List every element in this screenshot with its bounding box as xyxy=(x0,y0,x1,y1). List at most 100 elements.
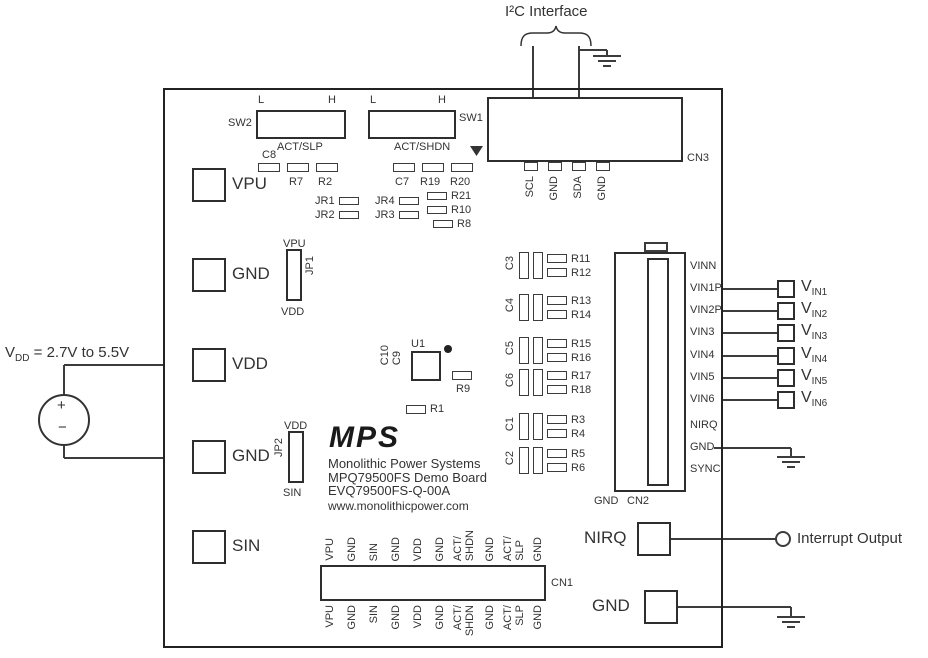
ground-symbol-top xyxy=(593,55,621,67)
cn3-name: CN3 xyxy=(687,152,710,164)
r18-label: R18 xyxy=(571,384,592,396)
r16-label: R16 xyxy=(571,352,592,364)
r19-label: R19 xyxy=(420,176,441,188)
i2c-interface-label: I²C Interface xyxy=(505,3,588,20)
c5-label: C5 xyxy=(504,341,516,356)
sw1-switch xyxy=(368,110,456,139)
vin3-symbol: V xyxy=(801,322,812,339)
cn1-top-pin-gnd4: GND xyxy=(484,536,496,561)
cn1-top-pin-vdd: VDD xyxy=(412,537,424,561)
gnd-out-pad xyxy=(644,590,678,624)
cn1-bot-pin-sin: SIN xyxy=(368,605,380,624)
vdd-range-annotation: VDD = 2.7V to 5.5V xyxy=(5,344,130,364)
vin3-subscript: IN3 xyxy=(811,331,828,343)
r8-resistor xyxy=(433,220,453,228)
r3-resistor xyxy=(547,415,567,424)
vin1-symbol: V xyxy=(801,278,812,295)
c4-capacitor xyxy=(519,294,529,321)
r21-resistor xyxy=(427,192,447,200)
jr1-label: JR1 xyxy=(315,195,335,207)
c2-capacitor xyxy=(519,447,529,474)
mps-logo: MPS xyxy=(329,421,401,454)
r11-label: R11 xyxy=(571,253,591,265)
r17-resistor xyxy=(547,371,567,380)
jp2-top-label: VDD xyxy=(284,420,308,432)
cn1-top-pin-sin: SIN xyxy=(368,542,380,561)
r15-label: R15 xyxy=(571,338,592,350)
vin2-label: VIN2 xyxy=(801,300,827,320)
cn2-pin-row xyxy=(647,258,669,486)
r14-resistor xyxy=(547,310,567,319)
r10-label: R10 xyxy=(451,204,472,216)
c5-capacitor-b xyxy=(533,337,543,364)
pin1-dot-icon xyxy=(444,345,452,353)
r19-resistor xyxy=(422,163,444,172)
r20-label: R20 xyxy=(450,176,471,188)
source-plus-sign: + xyxy=(57,397,66,414)
jr1-resistor xyxy=(339,197,359,205)
jr3-resistor xyxy=(399,211,419,219)
c1-label: C1 xyxy=(504,417,516,432)
cn1-bot-pin-gnd3: GND xyxy=(434,605,446,630)
gnd-out-pad-label: GND xyxy=(592,596,630,615)
jr2-resistor xyxy=(339,211,359,219)
cn1-top-pin-shdn: SHDN xyxy=(464,529,476,561)
cn2-pin-vinn: VINN xyxy=(690,260,717,272)
vin5-subscript: IN5 xyxy=(811,376,828,388)
website-text: www.monolithicpower.com xyxy=(328,499,469,513)
sw1-indicator-icon xyxy=(470,146,483,156)
vin-wires xyxy=(722,288,778,401)
sw1-low-label: L xyxy=(370,94,377,106)
jp2-name: JP2 xyxy=(273,438,285,457)
cn2-pin-vin1p: VIN1P xyxy=(690,282,722,294)
cn3-pin-pad-gnd2 xyxy=(596,162,610,171)
cn1-bot-pin-vdd: VDD xyxy=(412,605,424,629)
cn3-pin-gnd1-label: GND xyxy=(548,176,560,201)
cn1-top-pin-vpu: VPU xyxy=(324,538,336,561)
cn3-connector xyxy=(487,97,683,162)
r1-label: R1 xyxy=(430,403,445,415)
c7-label: C7 xyxy=(395,176,410,188)
r10-resistor xyxy=(427,206,447,214)
cn1-bot-pin-gnd1: GND xyxy=(346,605,358,630)
r13-label: R13 xyxy=(571,295,592,307)
c3-capacitor-b xyxy=(533,252,543,279)
r5-label: R5 xyxy=(571,448,586,460)
nirq-pad-label: NIRQ xyxy=(584,528,627,547)
r7-resistor xyxy=(287,163,309,172)
sw2-switch xyxy=(256,110,346,139)
vin1-terminal-pad xyxy=(777,280,795,298)
vdd-range-text: = 2.7V to 5.5V xyxy=(29,344,130,361)
sin-pad-label: SIN xyxy=(232,536,261,555)
c10-label: C10 xyxy=(379,345,391,366)
r7-label: R7 xyxy=(289,176,304,188)
c9-label: C9 xyxy=(391,351,403,366)
cn3-pin-sda-label: SDA xyxy=(572,176,584,199)
nirq-pad xyxy=(637,522,671,556)
vdd-pad xyxy=(192,348,226,382)
r6-resistor xyxy=(547,463,567,472)
vdd-symbol: V xyxy=(5,344,16,361)
cn3-pin-pad-sda xyxy=(572,162,586,171)
vin6-label: VIN6 xyxy=(801,389,827,409)
cn2-gnd-wire xyxy=(714,447,805,468)
cn2-name: CN2 xyxy=(627,495,650,507)
vpu-pad xyxy=(192,168,226,202)
vin4-symbol: V xyxy=(801,345,812,362)
c6-capacitor xyxy=(519,369,529,396)
r2-label: R2 xyxy=(318,176,333,188)
vpu-pad-label: VPU xyxy=(232,174,267,193)
r9-resistor xyxy=(452,371,472,380)
r3-label: R3 xyxy=(571,414,586,426)
cn1-bot-pin-gnd2: GND xyxy=(390,605,402,630)
cn1-top-pin-act1: ACT/ xyxy=(452,535,464,561)
i2c-brace xyxy=(520,25,592,47)
jp2-bottom-label: SIN xyxy=(283,487,302,499)
cn1-bot-pin-slp: SLP xyxy=(514,605,526,626)
cn3-pin-pad-scl xyxy=(524,162,538,171)
board-name: MPQ79500FS Demo Board xyxy=(328,470,487,485)
vdd-subscript: DD xyxy=(15,353,30,364)
c6-capacitor-b xyxy=(533,369,543,396)
interrupt-output-label: Interrupt Output xyxy=(797,530,903,547)
